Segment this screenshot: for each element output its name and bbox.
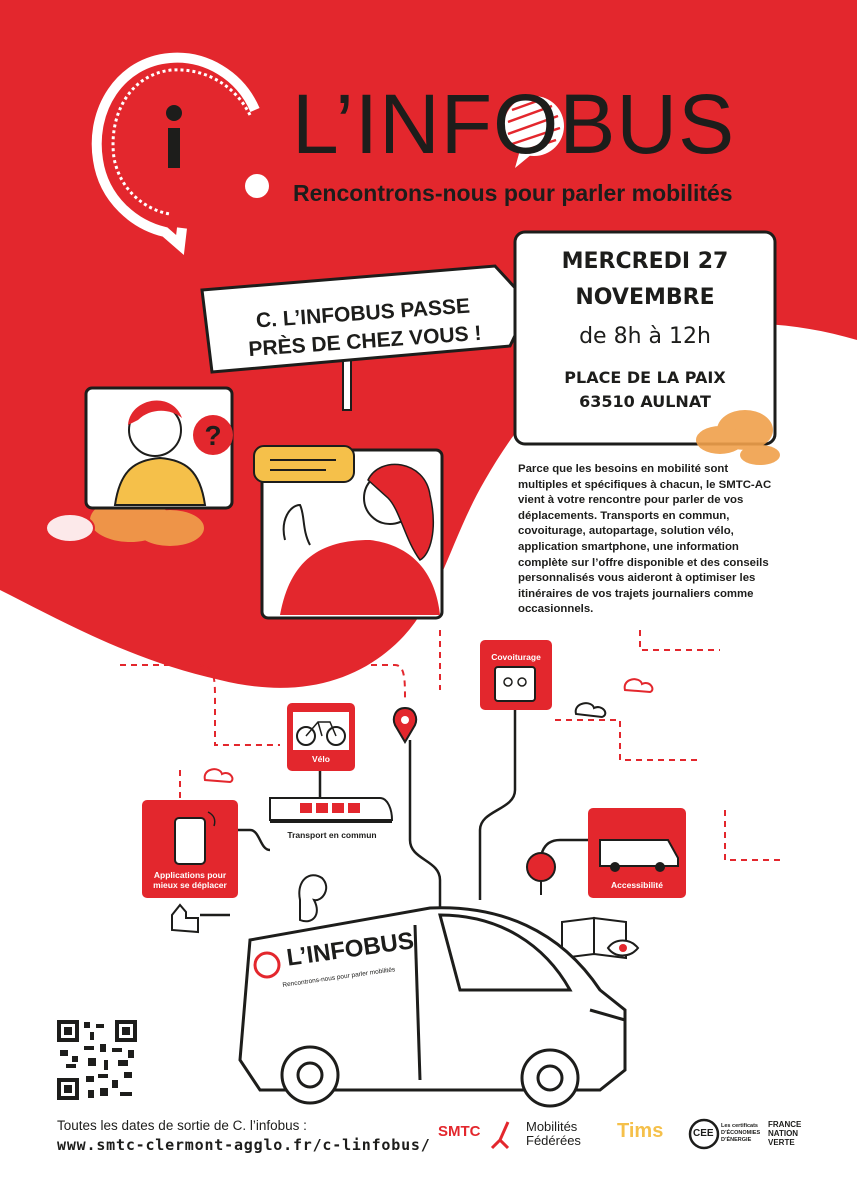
- page-title: L’INFOBUS: [292, 77, 736, 171]
- transport-label: Transport en commun: [287, 830, 377, 840]
- event-place: PLACE DE LA PAIX: [564, 368, 726, 387]
- footer-text: Toutes les dates de sortie de C. l’infob…: [57, 1118, 307, 1133]
- velo-label: Vélo: [312, 754, 330, 764]
- event-date-box: MERCREDI 27 NOVEMBRE de 8h à 12h PLACE D…: [520, 236, 770, 441]
- applications-card: [142, 800, 238, 898]
- smtc-logo: SMTC: [438, 1123, 481, 1140]
- covoiturage-label: Covoiturage: [491, 652, 541, 662]
- qr-code: [57, 1020, 137, 1100]
- cee-logo: CEE: [693, 1128, 714, 1139]
- accessibilite-card: [588, 808, 686, 898]
- event-day: MERCREDI 27: [561, 249, 729, 274]
- france-line-3: VERTE: [768, 1138, 795, 1147]
- tram-icon: [269, 797, 394, 823]
- mobilites-line-2: Fédérées: [526, 1133, 581, 1148]
- map-pin-icon: [392, 706, 418, 744]
- mobilites-federees-logo: Mobilités Fédérées: [526, 1120, 581, 1148]
- france-nation-verte-logo: FRANCE NATION VERTE: [768, 1120, 801, 1147]
- ok-hand-icon: [298, 874, 328, 923]
- france-line-2: NATION: [768, 1129, 799, 1138]
- svg-text:?: ?: [204, 420, 221, 451]
- covoiturage-card: [480, 640, 552, 710]
- tree-icon: [526, 852, 556, 895]
- cee-logo-icon: [688, 1118, 720, 1150]
- description-paragraph: Parce que les besoins en mobilité sont m…: [518, 463, 772, 616]
- van-illustration: [238, 906, 627, 1108]
- event-city: 63510 AULNAT: [579, 392, 711, 411]
- partner-logos: [435, 1118, 720, 1150]
- tims-logo: Tims: [617, 1120, 664, 1142]
- small-cloud-icon: [574, 702, 607, 719]
- eye-icon: [606, 939, 640, 957]
- thumbs-up-icon: [171, 903, 199, 934]
- applications-label: Applications pour mieux se déplacer: [153, 870, 227, 890]
- person-talking-illustration: [253, 445, 444, 620]
- accessibilite-label: Accessibilité: [611, 880, 663, 890]
- event-month: NOVEMBRE: [575, 285, 715, 310]
- mobilites-line-1: Mobilités: [526, 1119, 578, 1134]
- date-box-frame: [513, 230, 777, 446]
- cee-text: Les certificats D’ÉCONOMIES D’ÉNERGIE: [721, 1123, 761, 1143]
- route-lines: [200, 700, 595, 920]
- footer-url-link[interactable]: www.smtc-clermont-agglo.fr/c-linfobus/: [57, 1136, 431, 1154]
- small-cloud-icon: [203, 678, 654, 784]
- page-subtitle: Rencontrons-nous pour parler mobilités: [293, 180, 733, 206]
- france-line-1: FRANCE: [768, 1120, 802, 1129]
- ci-logo: [91, 52, 269, 255]
- o-bubble-icon: [504, 96, 564, 168]
- event-hours: de 8h à 12h: [579, 324, 711, 349]
- person-question-illustration: ?: [84, 386, 234, 510]
- dashed-route-lines: [120, 630, 780, 861]
- runner-icon: [490, 1121, 510, 1150]
- velo-card: [287, 703, 355, 771]
